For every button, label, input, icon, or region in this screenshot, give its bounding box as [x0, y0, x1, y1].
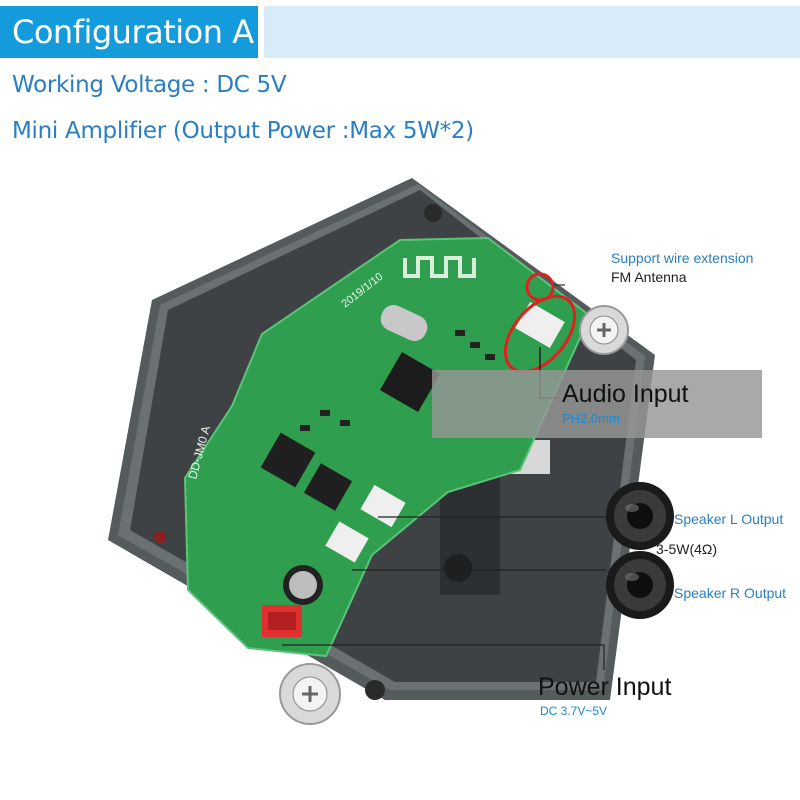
- spec-output-power: Mini Amplifier (Output Power :Max 5W*2): [12, 118, 474, 144]
- audio-input-callout: [432, 370, 762, 438]
- power-input-sub: DC 3.7V~5V: [540, 704, 608, 718]
- speaker-r-icon: [606, 551, 674, 619]
- audio-input-title: Audio Input: [562, 380, 689, 408]
- spec-voltage: Working Voltage : DC 5V: [12, 72, 287, 98]
- page-title: Configuration A: [0, 6, 264, 58]
- speaker-r-label: Speaker R Output: [674, 585, 787, 601]
- power-input-title: Power Input: [538, 673, 672, 701]
- pcb-board: 2019/1/10 DD-JM0 A: [183, 236, 592, 658]
- speaker-l-icon: [606, 482, 674, 550]
- speaker-l-label: Speaker L Output: [674, 511, 784, 527]
- fm-antenna-label: FM Antenna: [611, 269, 687, 285]
- audio-input-sub: PH2.0mm: [562, 411, 620, 426]
- wire-extension-label: Support wire extension: [611, 250, 754, 266]
- screw-bottom: [279, 663, 341, 725]
- speaker-spec-label: 3-5W(4Ω): [656, 541, 718, 557]
- screw-top: [579, 305, 629, 355]
